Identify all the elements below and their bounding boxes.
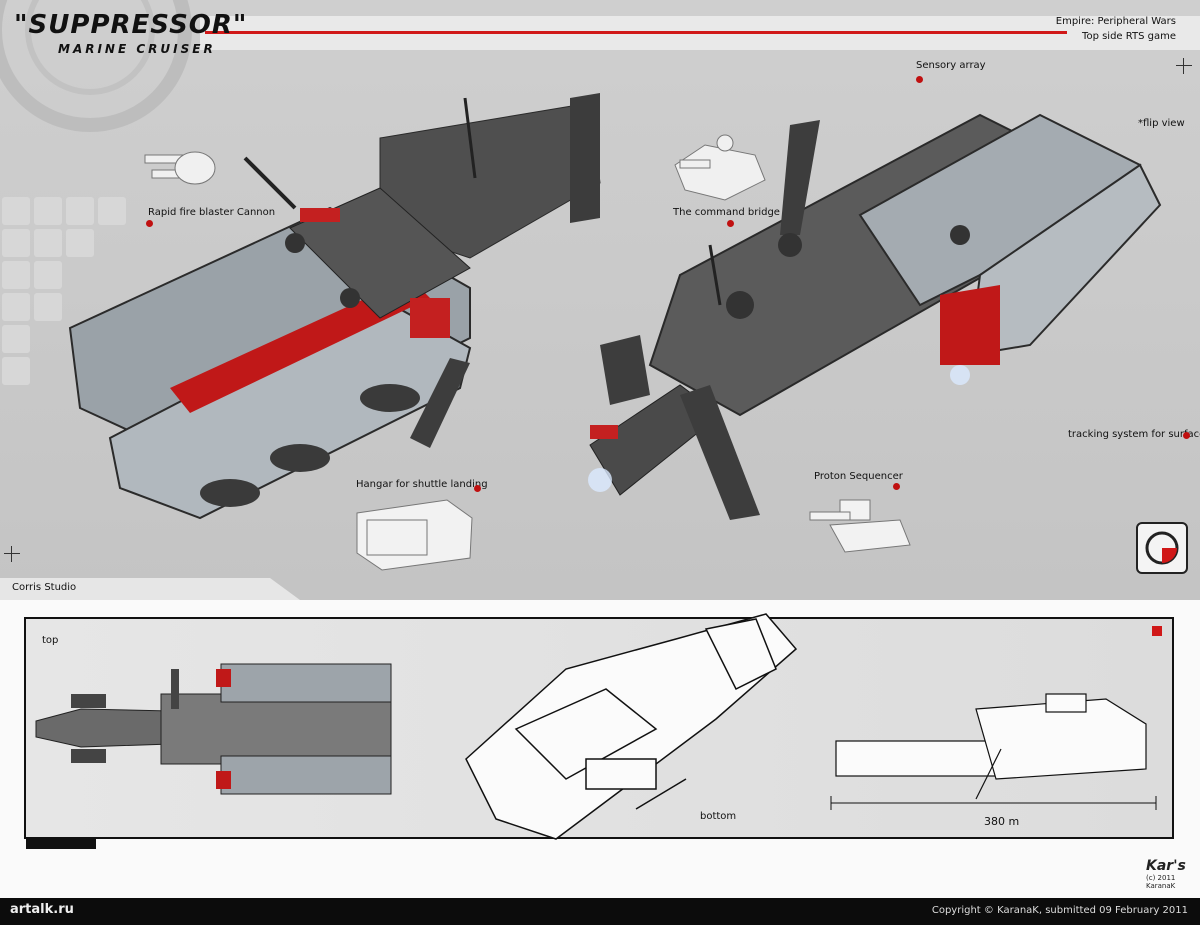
bottom-view-label: bottom	[700, 811, 737, 822]
callout-dot	[893, 483, 900, 490]
callout-dot	[146, 220, 153, 227]
copyright-text: Copyright © KaranaK, submitted 09 Februa…	[931, 905, 1188, 916]
ship-render-right	[588, 113, 1162, 520]
side-view-sketch	[835, 693, 1147, 800]
callout-dot	[1183, 432, 1190, 439]
length-label: 380 m	[984, 815, 1020, 828]
upper-render-area: "SUPPRESSOR" MARINE CRUISER Empire: Peri…	[0, 0, 1200, 600]
game-genre: Top side RTS game	[1082, 31, 1176, 42]
page-title: "SUPPRESSOR"	[14, 10, 248, 40]
bridge-sketch	[674, 134, 766, 201]
footer-bar	[0, 898, 1200, 925]
red-square-icon	[1152, 626, 1162, 636]
scale-bar	[830, 796, 1157, 810]
crosshair-icon	[1176, 58, 1192, 74]
callout-hangar: Hangar for shuttle landing	[356, 479, 488, 490]
studio-strip	[0, 578, 300, 600]
callout-sensory-array: Sensory array	[916, 60, 986, 71]
site-logo[interactable]: artalk.ru	[10, 902, 74, 917]
sequencer-sketch	[809, 499, 911, 553]
callout-command-bridge: The command bridge	[673, 207, 780, 218]
callout-tracking-system: tracking system for surface	[1068, 429, 1200, 440]
ring-decoration-icon	[0, 0, 192, 132]
bottom-view-sketch	[465, 613, 798, 840]
artist-signature-year: (c) 2011 KaranaK	[1146, 874, 1176, 890]
orthographic-panel: top bottom 380 m	[24, 613, 1174, 849]
callout-proton-sequencer: Proton Sequencer	[814, 471, 903, 482]
crosshair-icon	[4, 546, 20, 562]
callout-dot	[727, 220, 734, 227]
studio-name: Corris Studio	[12, 582, 77, 593]
grid-tiles	[2, 197, 126, 385]
hangar-sketch	[356, 499, 473, 571]
cannon-sketch	[144, 151, 216, 185]
game-info: Empire: Peripheral Wars Top side RTS gam…	[1056, 14, 1176, 44]
callout-dot	[474, 485, 481, 492]
top-view-label: top	[42, 635, 59, 646]
callout-rapid-fire-cannon: Rapid fire blaster Cannon	[148, 207, 276, 218]
header-red-line	[205, 31, 1067, 34]
studio-badge-icon	[1136, 522, 1188, 574]
ship-render-left	[68, 93, 601, 520]
page-subtitle: MARINE CRUISER	[58, 42, 216, 56]
game-title: Empire: Peripheral Wars	[1055, 16, 1176, 27]
artist-signature: Kar's	[1146, 858, 1186, 874]
top-view-render	[35, 663, 392, 795]
callout-flip-view: *flip view	[1138, 118, 1185, 129]
artwork-sheet: "SUPPRESSOR" MARINE CRUISER Empire: Peri…	[0, 0, 1200, 898]
panel-black-bar	[26, 839, 96, 849]
callout-dot	[916, 76, 923, 83]
